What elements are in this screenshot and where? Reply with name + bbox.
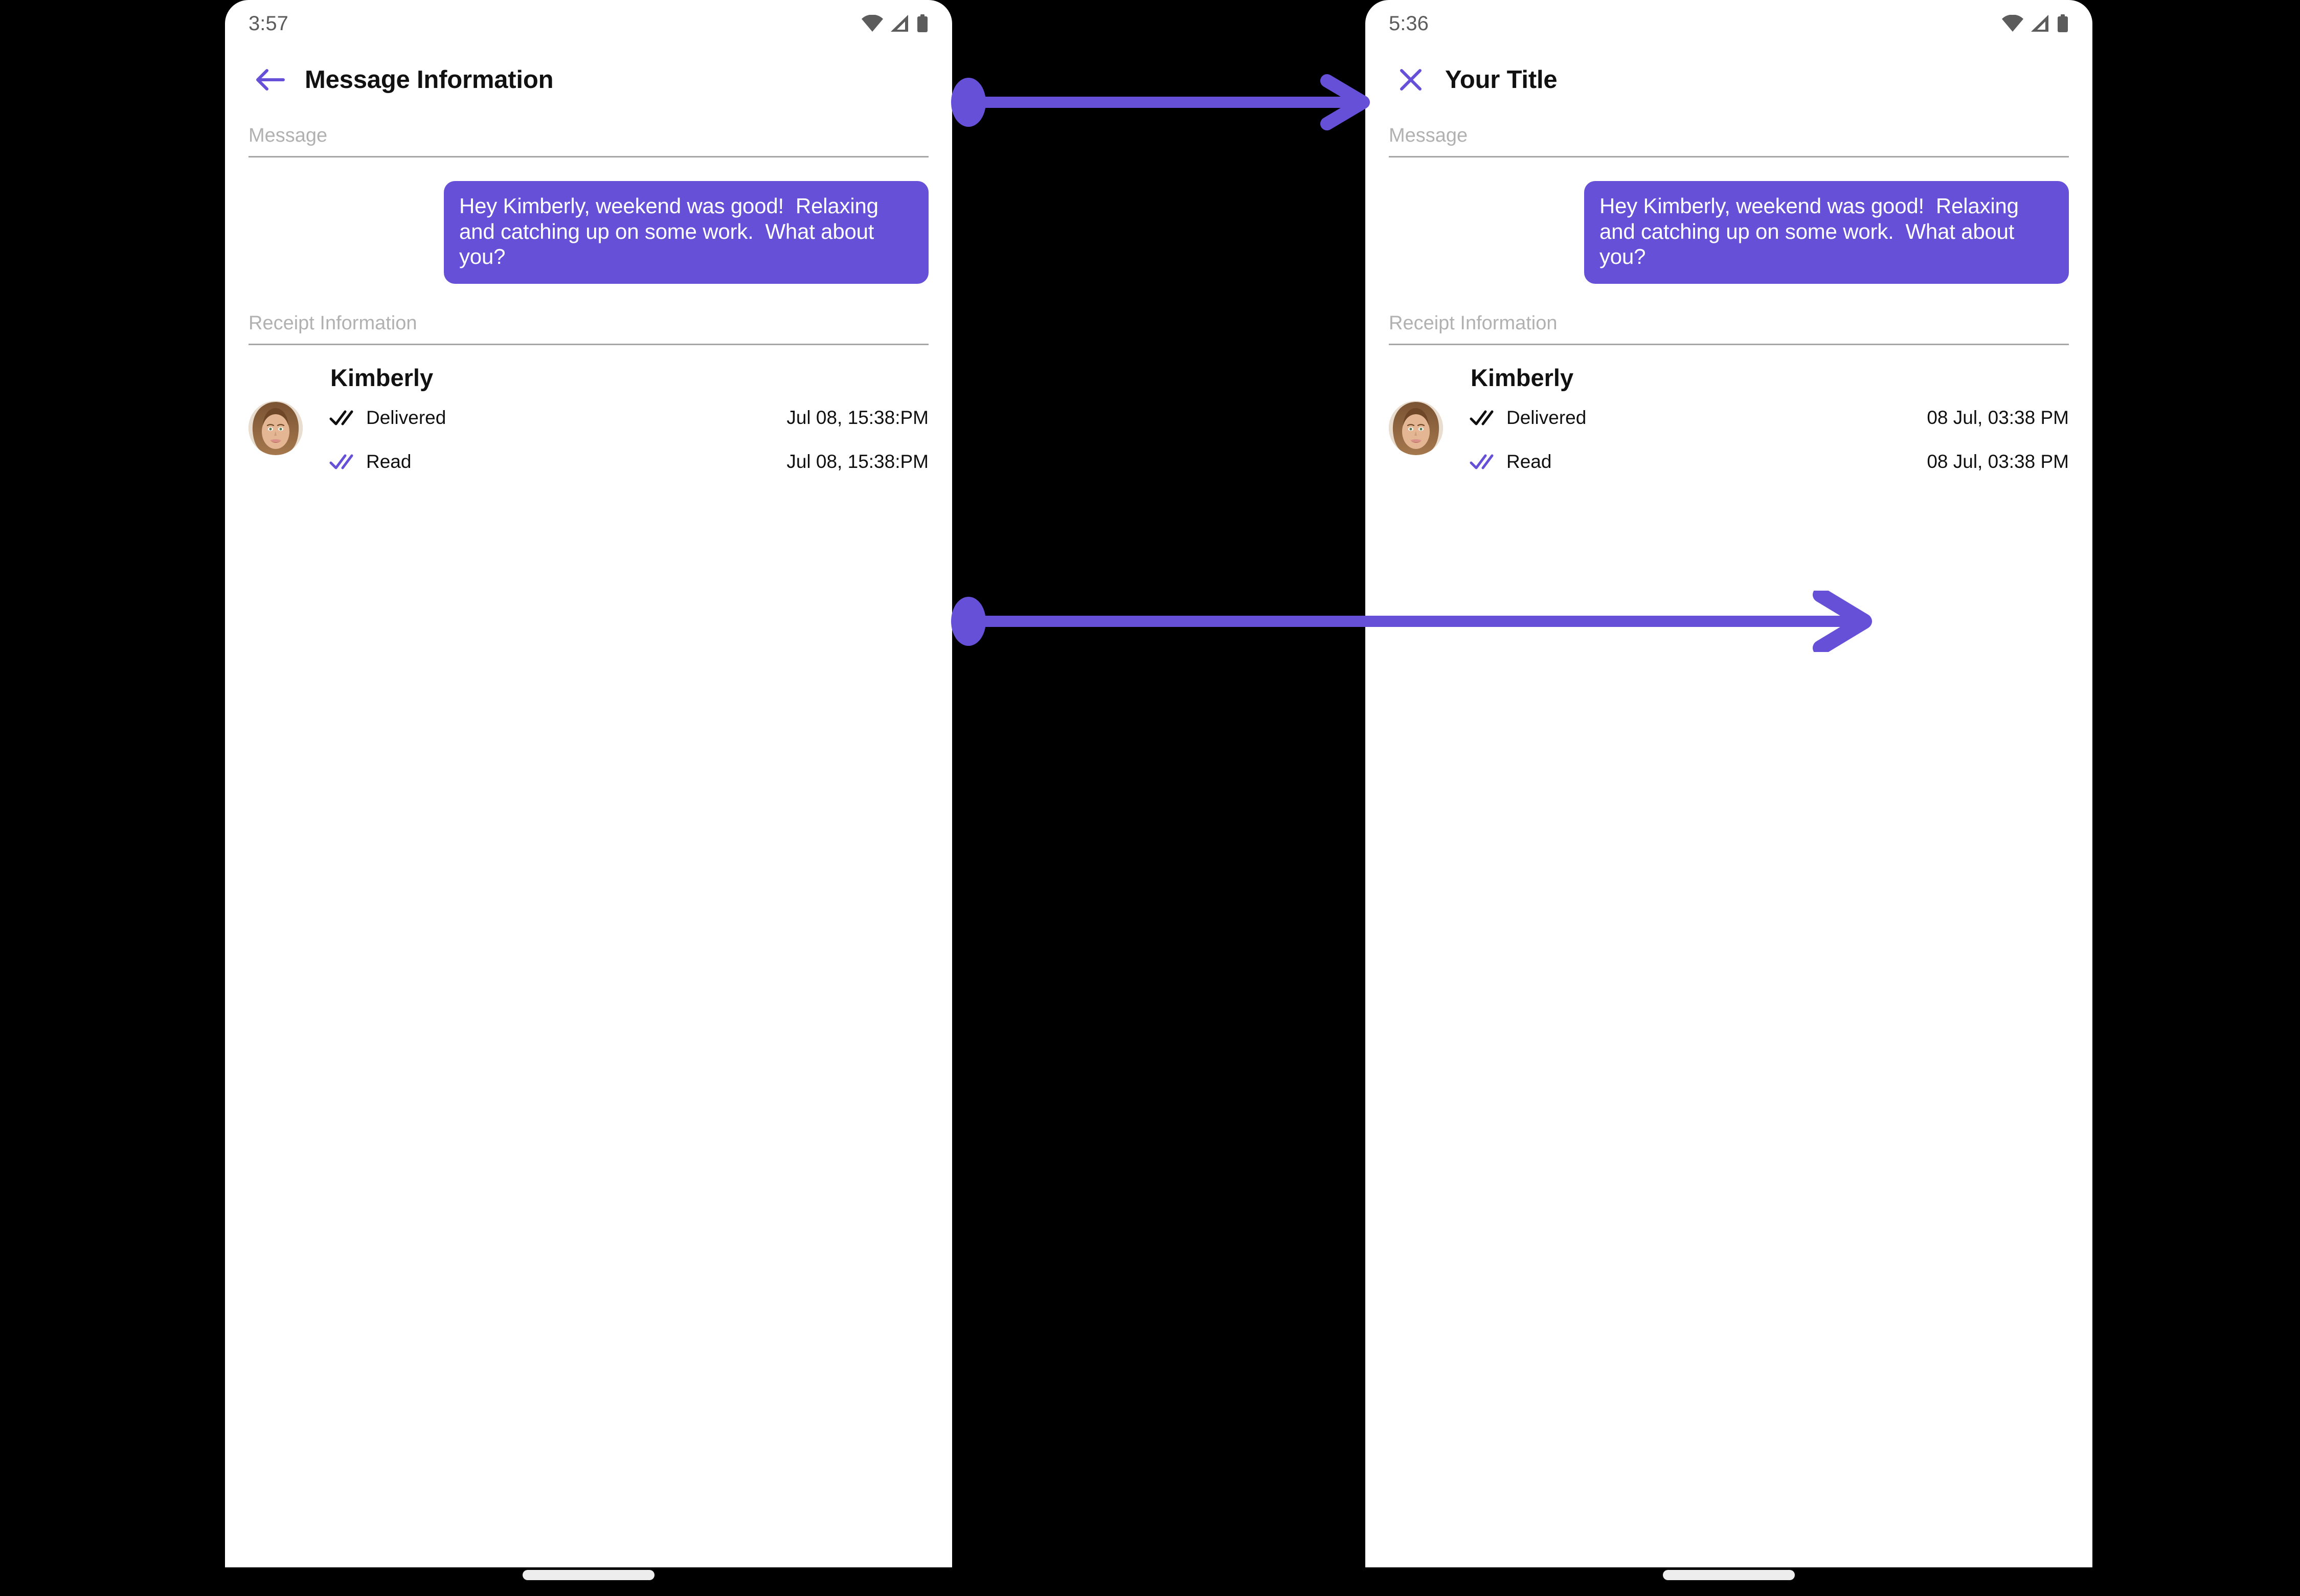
outgoing-message-bubble[interactable]: Hey Kimberly, weekend was good! Relaxing… <box>1584 181 2069 284</box>
message-section-label: Message <box>249 125 328 146</box>
section-divider <box>249 343 929 345</box>
read-timestamp: 08 Jul, 03:38 PM <box>1927 451 2069 472</box>
double-check-icon <box>329 454 353 469</box>
message-section-label: Message <box>1389 125 1468 146</box>
receipt-contact-name: Kimberly <box>330 364 434 391</box>
right-phone-screen: 5:36 Your Title <box>1365 0 2092 1567</box>
read-check-wrap <box>1470 453 1499 470</box>
right-message-bubble-area: Hey Kimberly, weekend was good! Relaxing… <box>1365 158 2092 300</box>
back-arrow-icon <box>256 69 285 91</box>
receipt-status-rows: Delivered 08 Jul, 03:38 PM Read 08 Jul, … <box>1443 396 2069 484</box>
right-receipt-section-header: Receipt Information <box>1365 300 2092 345</box>
section-divider <box>1389 343 2069 345</box>
avatar <box>249 400 303 455</box>
delivered-timestamp: 08 Jul, 03:38 PM <box>1927 407 2069 428</box>
signal-icon <box>891 15 908 32</box>
status-bar-icons <box>861 14 929 33</box>
signal-icon <box>2031 15 2048 32</box>
left-home-indicator <box>523 1570 655 1580</box>
right-receipt-block: Kimberly <box>1365 345 2092 492</box>
double-check-icon <box>1470 410 1494 425</box>
left-receipt-section-header: Receipt Information <box>225 300 952 345</box>
receipt-row-delivered: Delivered 08 Jul, 03:38 PM <box>1470 396 2069 440</box>
right-message-section-header: Message <box>1365 113 2092 158</box>
right-app-bar-title: Your Title <box>1445 66 1558 94</box>
section-divider <box>249 156 929 158</box>
read-check-wrap <box>329 453 359 470</box>
wifi-icon <box>2002 15 2023 32</box>
right-app-bar: Your Title <box>1365 47 2092 113</box>
read-timestamp: Jul 08, 15:38:PM <box>786 451 929 472</box>
receipt-body: Delivered Jul 08, 15:38:PM Read Jul 08, … <box>249 396 929 492</box>
delivered-timestamp: Jul 08, 15:38:PM <box>786 407 929 428</box>
delivered-label: Delivered <box>1506 407 1587 428</box>
left-receipt-block: Kimberly <box>225 345 952 492</box>
receipt-row-read: Read 08 Jul, 03:38 PM <box>1470 440 2069 484</box>
receipt-contact-name: Kimberly <box>1471 364 1574 391</box>
section-divider <box>1389 156 2069 158</box>
left-app-bar: Message Information <box>225 47 952 113</box>
status-bar-clock: 5:36 <box>1389 12 1429 35</box>
status-bar-clock: 3:57 <box>249 12 288 35</box>
status-bar-icons <box>2001 14 2069 33</box>
double-check-icon <box>329 410 353 425</box>
avatar <box>1389 400 1443 455</box>
delivered-check-wrap <box>329 409 359 426</box>
receipt-row-delivered: Delivered Jul 08, 15:38:PM <box>329 396 929 440</box>
delivered-check-wrap <box>1470 409 1499 426</box>
outgoing-message-bubble[interactable]: Hey Kimberly, weekend was good! Relaxing… <box>444 181 929 284</box>
left-message-bubble-area: Hey Kimberly, weekend was good! Relaxing… <box>225 158 952 300</box>
battery-icon <box>917 14 928 32</box>
receipt-section-label: Receipt Information <box>249 312 417 334</box>
double-check-icon <box>1470 454 1494 469</box>
title-change-arrow <box>951 74 1370 130</box>
contact-avatar-photo <box>249 400 303 455</box>
left-phone-screen: 3:57 Message Info <box>225 0 952 1567</box>
battery-icon <box>2058 14 2068 32</box>
receipt-section-label: Receipt Information <box>1389 312 1558 334</box>
right-status-bar: 5:36 <box>1365 0 2092 47</box>
close-button[interactable] <box>1389 58 1433 102</box>
right-home-indicator <box>1663 1570 1795 1580</box>
read-label: Read <box>1506 451 1552 472</box>
delivered-label: Delivered <box>366 407 446 428</box>
receipt-status-rows: Delivered Jul 08, 15:38:PM Read Jul 08, … <box>303 396 929 484</box>
back-button[interactable] <box>249 58 292 102</box>
wifi-icon <box>862 15 883 32</box>
close-x-icon <box>1400 69 1422 91</box>
receipt-body: Delivered 08 Jul, 03:38 PM Read 08 Jul, … <box>1389 396 2069 492</box>
receipt-row-read: Read Jul 08, 15:38:PM <box>329 440 929 484</box>
left-app-bar-title: Message Information <box>305 66 554 94</box>
contact-avatar-photo <box>1389 400 1443 455</box>
left-status-bar: 3:57 <box>225 0 952 47</box>
left-message-section-header: Message <box>225 113 952 158</box>
read-label: Read <box>366 451 412 472</box>
